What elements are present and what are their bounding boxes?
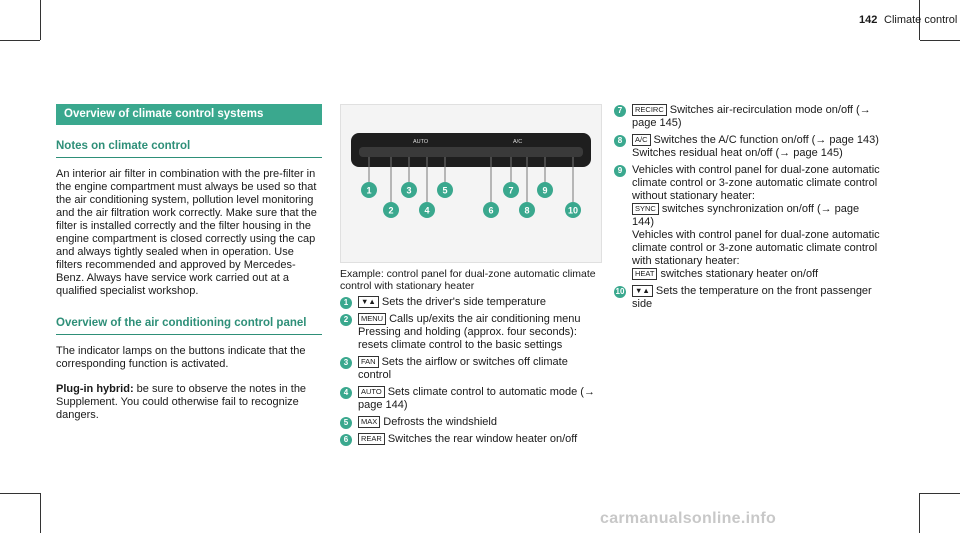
callout-marker	[483, 202, 499, 218]
button-symbol-icon: MENU	[358, 313, 387, 325]
left-column: Overview of climate control systems Note…	[56, 104, 322, 434]
panel-button-label: A/C	[513, 139, 522, 145]
callout-number: 8	[524, 206, 529, 216]
callout-marker	[401, 182, 417, 198]
callout-marker	[419, 202, 435, 218]
panel-strip	[359, 147, 583, 157]
legend-text: ▼▲Sets the temperature on the front pass…	[632, 285, 872, 310]
page-number: 142	[859, 14, 878, 26]
stationary-heater-icon: HEAT	[632, 268, 658, 280]
notes-paragraph: An interior air filter in combination wi…	[56, 168, 317, 297]
callout-marker	[519, 202, 535, 218]
legend-number: 5	[340, 417, 352, 429]
callout-number: 10	[568, 206, 578, 216]
crop-mark	[0, 493, 40, 494]
crop-mark	[920, 493, 960, 494]
callout-marker	[383, 202, 399, 218]
legend-item: 10 ▼▲Sets the temperature on the front pa…	[614, 285, 884, 311]
crop-mark	[920, 40, 960, 41]
legend-item: 1 ▼▲Sets the driver's side temperature	[340, 296, 602, 309]
legend-number: 7	[614, 105, 626, 117]
button-symbol-icon: ▼▲	[358, 296, 379, 308]
plugin-note: Plug-in hybrid: be sure to observe the n…	[56, 383, 322, 422]
figure-caption: Example: control panel for dual-zone aut…	[340, 268, 596, 292]
overview-heading: Overview of the air conditioning control…	[56, 316, 322, 335]
watermark: carmanualsonline.info	[600, 510, 777, 527]
legend-item: 9 Vehicles with control panel for dual-zo…	[614, 164, 884, 281]
callout-number: 7	[508, 186, 513, 196]
button-symbol-icon: A/C	[632, 134, 651, 146]
crop-mark	[0, 40, 40, 41]
plugin-text: be sure to observe the notes in the Supp…	[56, 383, 307, 421]
button-symbol-icon: FAN	[358, 356, 379, 368]
notes-heading: Notes on climate control	[56, 139, 322, 158]
crop-mark	[40, 0, 41, 40]
legend-number: 1	[340, 297, 352, 309]
button-symbol-icon: RECIRC	[632, 104, 667, 116]
legend-number: 4	[340, 387, 352, 399]
control-panel-figure: 1 2 3 4 5 6 7 8 9 10 AUTO A/C	[340, 104, 602, 263]
button-symbol-icon: MAX	[358, 416, 381, 428]
legend-number: 2	[340, 314, 352, 326]
control-panel-illustration: 1 2 3 4 5 6 7 8 9 10 AUTO A/C	[351, 133, 591, 218]
callout-number: 6	[488, 206, 493, 216]
callout-marker	[361, 182, 377, 198]
callout-number: 1	[366, 186, 371, 196]
button-symbol-icon: ▼▲	[632, 285, 653, 297]
legend-list-left: 1 ▼▲Sets the driver's side temperature 2 ME…	[340, 296, 602, 450]
crop-mark	[919, 0, 920, 40]
overview-paragraph: The indicator lamps on the buttons indic…	[56, 345, 306, 370]
callout-marker	[537, 182, 553, 198]
callout-number: 9	[542, 186, 547, 196]
callout-group: 1 2 3 4 5 6 7 8 9 10 AUTO A/C	[361, 139, 581, 218]
panel-button-label: AUTO	[413, 139, 429, 145]
legend-number: 10	[614, 286, 626, 298]
callout-number: 2	[388, 206, 393, 216]
legend-number: 3	[340, 357, 352, 369]
legend-text: Vehicles with control panel for dual-zon…	[632, 164, 880, 280]
callout-number: 4	[424, 206, 429, 216]
plugin-label: Plug-in hybrid:	[56, 383, 134, 395]
button-symbol-icon: REAR	[358, 433, 385, 445]
legend-number: 9	[614, 165, 626, 177]
running-header: Climate control	[884, 14, 958, 26]
sync-icon: SYNC	[632, 203, 659, 215]
section-title: Overview of climate control systems	[56, 104, 322, 125]
legend-number: 8	[614, 135, 626, 147]
legend-text: ▼▲Sets the driver's side temperature	[358, 296, 602, 309]
button-symbol-icon: AUTO	[358, 386, 385, 398]
callout-number: 3	[406, 186, 411, 196]
callout-marker	[437, 182, 453, 198]
crop-mark	[40, 493, 41, 533]
callout-marker	[503, 182, 519, 198]
callout-marker	[565, 202, 581, 218]
crop-mark	[919, 493, 920, 533]
legend-number: 6	[340, 434, 352, 446]
callout-number: 5	[442, 186, 447, 196]
